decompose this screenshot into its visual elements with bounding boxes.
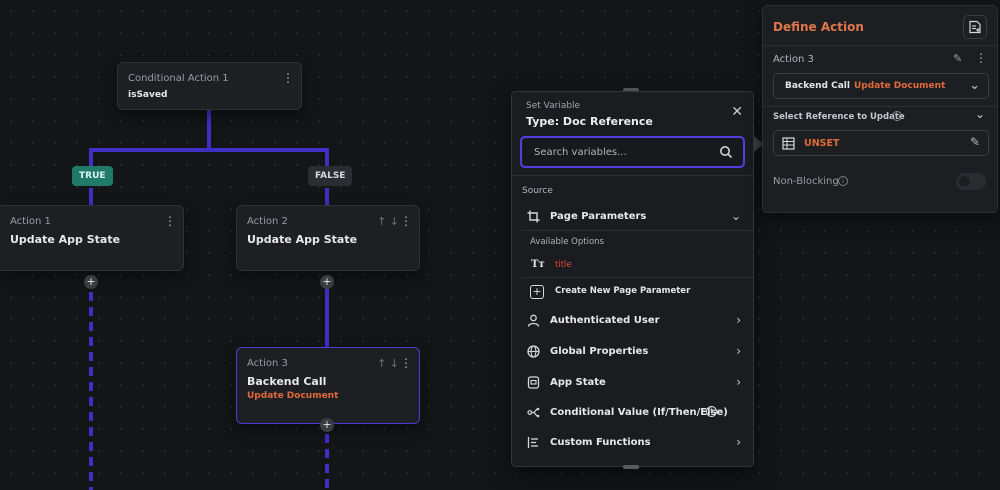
chevron-right-icon[interactable]: › — [736, 313, 741, 327]
app-state-row[interactable]: App State › — [512, 374, 753, 390]
action-number-label: Action 3 — [773, 54, 814, 65]
set-variable-header: Set Variable Type: Doc Reference ✕ — [512, 92, 753, 176]
info-icon[interactable]: i — [706, 406, 717, 417]
connector-line — [325, 289, 329, 347]
more-vertical-icon[interactable]: ⋮ — [282, 71, 294, 85]
action-3-subtitle: Update Document — [247, 391, 339, 401]
reference-value: UNSET — [804, 137, 840, 149]
custom-functions-row[interactable]: Custom Functions › — [512, 434, 753, 450]
chevron-right-icon[interactable]: › — [736, 435, 741, 449]
authenticated-user-label: Authenticated User — [550, 314, 660, 326]
search-box[interactable] — [520, 136, 745, 168]
chevron-right-icon[interactable]: › — [736, 344, 741, 358]
connector-line — [207, 108, 211, 150]
action-3-title: Backend Call — [247, 375, 327, 388]
connector-line — [325, 148, 329, 168]
info-icon[interactable]: i — [892, 111, 902, 121]
crop-icon — [525, 208, 541, 224]
search-icon[interactable] — [719, 145, 733, 159]
note-add-icon — [969, 20, 981, 34]
create-page-parameter[interactable]: Create New Page Parameter — [555, 286, 691, 296]
chevron-right-icon[interactable]: › — [736, 375, 741, 389]
reference-field[interactable]: UNSET ✎ — [773, 130, 989, 156]
close-icon[interactable]: ✕ — [731, 104, 743, 120]
global-properties-label: Global Properties — [550, 345, 649, 357]
chevron-down-icon: ⌄ — [969, 78, 980, 93]
pointer-arrow — [754, 136, 763, 152]
app-state-label: App State — [550, 376, 606, 388]
non-blocking-label: Non-Blocking — [773, 176, 839, 187]
connector-line — [89, 148, 93, 168]
action-3-node[interactable]: Action 3 Backend Call Update Document ↑ … — [236, 347, 420, 424]
panel-drag-handle[interactable] — [623, 88, 639, 92]
false-branch-tag: FALSE — [308, 166, 353, 186]
set-variable-label: Set Variable — [526, 101, 581, 111]
chevron-down-icon[interactable]: ⌄ — [730, 209, 741, 223]
conditional-action-node[interactable]: Conditional Action 1 isSaved ⋮ — [117, 62, 302, 110]
select-reference-label: Select Reference to Update — [773, 112, 905, 122]
table-icon — [782, 136, 795, 150]
option-title[interactable]: title — [555, 260, 572, 270]
conditional-value-label: Conditional Value (If/Then/Else) — [550, 406, 728, 418]
action-1-label: Action 1 — [10, 216, 51, 227]
conditional-action-title: isSaved — [128, 90, 168, 100]
more-vertical-icon[interactable]: ⋮ — [400, 214, 412, 228]
divider — [522, 277, 753, 278]
function-icon — [525, 434, 541, 450]
page-parameters-row[interactable]: Page Parameters ⌄ — [512, 208, 753, 224]
define-action-panel: Define Action Action 3 ✎ ⋮ Backend Call … — [762, 5, 998, 213]
search-input[interactable] — [522, 138, 712, 166]
dashed-connector — [325, 434, 329, 490]
dashed-connector — [89, 292, 93, 490]
set-variable-panel: Set Variable Type: Doc Reference ✕ Sourc… — [511, 91, 754, 467]
app-state-icon — [525, 374, 541, 390]
move-arrows-icon[interactable]: ↑ ↓ — [377, 357, 399, 370]
add-action-icon[interactable]: + — [320, 418, 334, 432]
action-type-dropdown[interactable]: Backend Call Update Document ⌄ — [773, 73, 989, 99]
action-1-node[interactable]: Action 1 Update App State ⋮ — [0, 205, 184, 271]
add-action-icon[interactable]: + — [84, 275, 98, 289]
info-icon[interactable]: i — [838, 176, 848, 186]
add-action-icon[interactable]: + — [320, 275, 334, 289]
conditional-value-row[interactable]: Conditional Value (If/Then/Else) i — [512, 404, 753, 420]
user-icon — [525, 312, 541, 328]
more-vertical-icon[interactable]: ⋮ — [164, 214, 176, 228]
add-note-button[interactable] — [963, 15, 987, 39]
conditional-icon — [525, 404, 541, 420]
text-type-icon: Tт — [531, 259, 545, 270]
divider — [763, 45, 997, 46]
call-name: Update Document — [853, 81, 946, 91]
conditional-action-label: Conditional Action 1 — [128, 73, 229, 84]
global-properties-row[interactable]: Global Properties › — [512, 343, 753, 359]
add-box-icon: + — [530, 285, 544, 299]
action-2-node[interactable]: Action 2 Update App State ↑ ↓ ⋮ — [236, 205, 420, 271]
edit-icon[interactable]: ✎ — [969, 135, 980, 149]
call-type: Backend Call — [785, 81, 850, 91]
action-1-title: Update App State — [10, 233, 121, 246]
connector-line — [89, 188, 93, 206]
connector-line — [325, 188, 329, 206]
move-arrows-icon[interactable]: ↑ ↓ — [377, 215, 399, 228]
more-vertical-icon[interactable]: ⋮ — [975, 51, 987, 65]
globe-icon — [525, 343, 541, 359]
authenticated-user-row[interactable]: Authenticated User › — [512, 312, 753, 328]
page-parameters-label: Page Parameters — [550, 210, 647, 222]
divider — [763, 106, 997, 107]
action-2-label: Action 2 — [247, 216, 288, 227]
edit-icon[interactable]: ✎ — [953, 52, 963, 65]
source-label: Source — [522, 186, 553, 196]
page-parameters-options: Available Options Tт title + Create New … — [522, 230, 753, 302]
non-blocking-toggle[interactable] — [956, 173, 986, 190]
panel-drag-handle[interactable] — [623, 465, 639, 469]
action-2-title: Update App State — [247, 233, 358, 246]
define-action-title: Define Action — [773, 20, 864, 34]
set-variable-title: Type: Doc Reference — [526, 115, 653, 128]
chevron-down-icon[interactable]: ⌄ — [974, 107, 985, 121]
true-branch-tag: TRUE — [72, 166, 113, 186]
more-vertical-icon[interactable]: ⋮ — [400, 356, 412, 370]
action-3-label: Action 3 — [247, 358, 288, 369]
connector-line — [89, 148, 329, 152]
custom-functions-label: Custom Functions — [550, 436, 651, 448]
available-options-label: Available Options — [530, 237, 604, 247]
